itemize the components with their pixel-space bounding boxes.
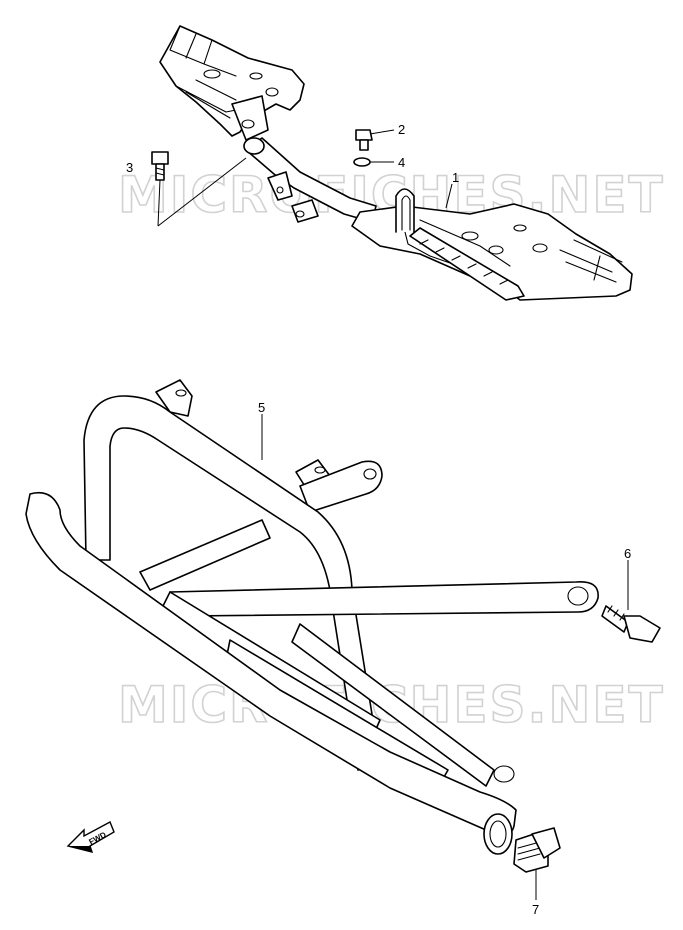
callout-3: 3	[126, 160, 133, 175]
callout-4: 4	[398, 155, 405, 170]
forward-arrow-icon: FWD	[66, 821, 115, 853]
callout-1: 1	[452, 170, 459, 185]
bolt-2	[355, 129, 373, 151]
plug-7	[513, 827, 561, 873]
callout-7: 7	[532, 902, 539, 917]
bolt-6	[601, 605, 661, 643]
front-guard	[25, 379, 599, 855]
footrest-assembly	[159, 25, 633, 301]
callout-5: 5	[258, 400, 265, 415]
bolt-3	[151, 151, 169, 181]
washer-4	[353, 157, 371, 167]
callout-2: 2	[398, 122, 405, 137]
leader-lines	[157, 129, 629, 900]
callout-6: 6	[624, 546, 631, 561]
